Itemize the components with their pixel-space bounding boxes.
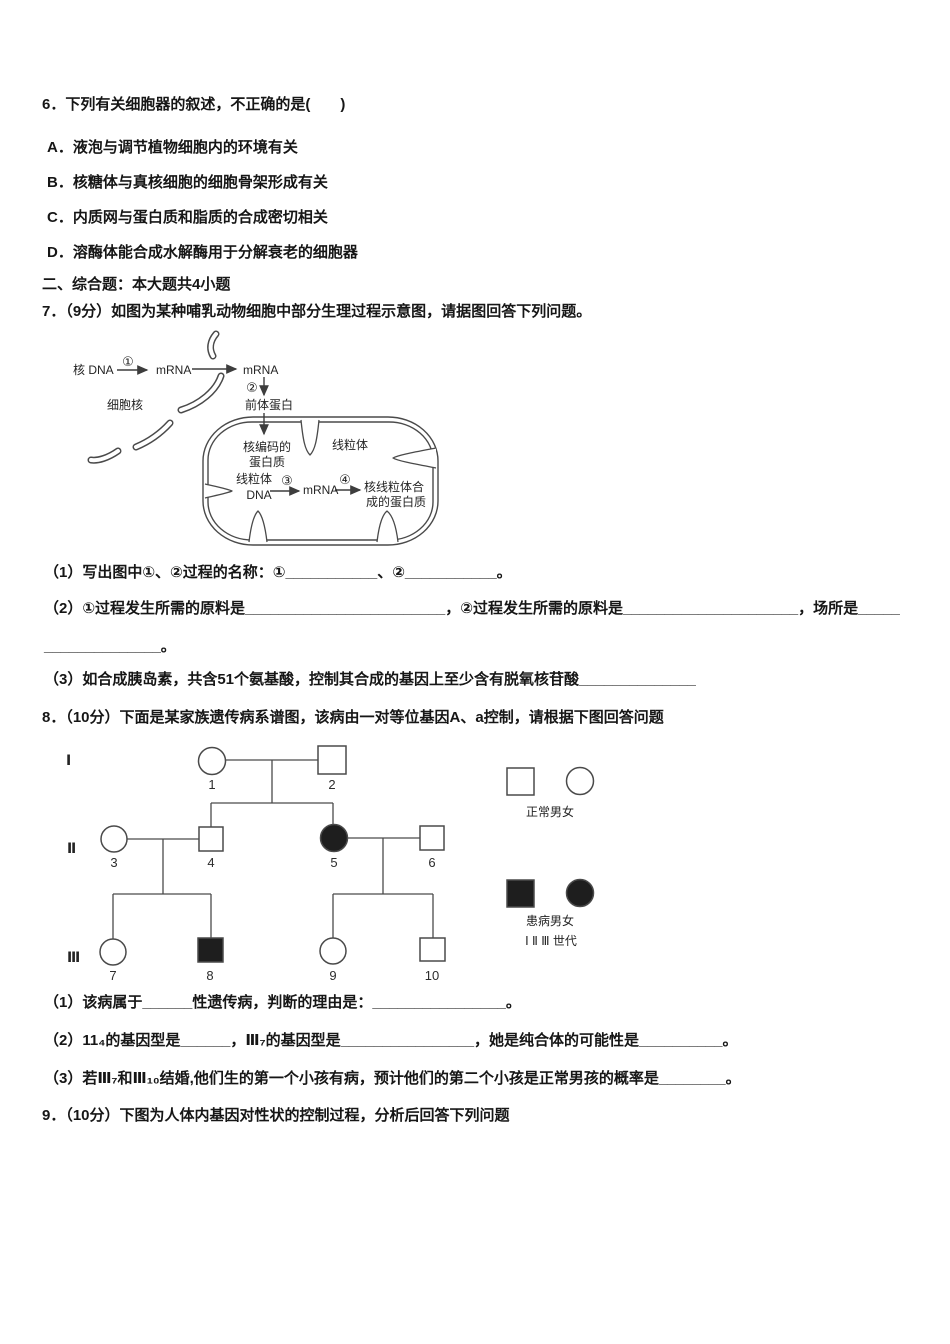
question-8-sub-3: （3）若Ⅲ₇和Ⅲ₁₀结婚,他们生的第一个小孩有病，预计他们的第二个小孩是正常男孩… bbox=[44, 1070, 741, 1087]
legend-normal-female-symbol bbox=[565, 766, 595, 796]
mitochondrion-membranes bbox=[202, 416, 439, 546]
label-precursor-protein: 前体蛋白 bbox=[245, 397, 293, 412]
pedigree-member-8-label: 8 bbox=[206, 968, 213, 983]
label-mrna-1: mRNA bbox=[156, 363, 191, 377]
label-mito-dna-line1: 线粒体 bbox=[236, 471, 272, 486]
generation-label-1: Ⅰ bbox=[66, 752, 71, 768]
pedigree-member-1-label: 1 bbox=[208, 777, 215, 792]
pedigree-member-4-label: 4 bbox=[207, 855, 214, 870]
question-7-stem: 7．（9分）如图为某种哺乳动物细胞中部分生理过程示意图，请据图回答下列问题。 bbox=[42, 303, 592, 320]
label-mito-protein-line1: 核线粒体合 bbox=[364, 479, 424, 494]
section-2-heading: 二、综合题：本大题共4小题 bbox=[42, 276, 231, 293]
generation-label-3: Ⅲ bbox=[67, 949, 80, 965]
label-mito-dna-line2: DNA bbox=[246, 488, 271, 502]
label-nuclear-dna: 核 DNA bbox=[73, 363, 114, 377]
pedigree-member-5-label: 5 bbox=[330, 855, 337, 870]
label-nucleus: 细胞核 bbox=[107, 398, 143, 412]
pedigree-member-2-symbol bbox=[317, 745, 347, 775]
pedigree-lines bbox=[112, 759, 434, 939]
question-9-stem: 9．（10分）下图为人体内基因对性状的控制过程，分析后回答下列问题 bbox=[42, 1107, 510, 1124]
legend-generations-label: Ⅰ Ⅱ Ⅲ 世代 bbox=[525, 934, 577, 948]
legend-affected-male-symbol bbox=[506, 879, 535, 908]
label-mrna-3: mRNA bbox=[303, 483, 338, 497]
pedigree-legend: 正常男女 患病男女 Ⅰ Ⅱ Ⅲ 世代 bbox=[506, 766, 595, 948]
step-2-circled-number: ② bbox=[246, 380, 258, 395]
pedigree-member-6-symbol bbox=[419, 825, 445, 851]
pedigree-member-4-symbol bbox=[198, 826, 224, 852]
pedigree-member-9-symbol bbox=[319, 937, 347, 965]
pedigree-member-10-label: 10 bbox=[425, 968, 439, 983]
pedigree-member-3-label: 3 bbox=[110, 855, 117, 870]
step-4-circled-number: ④ bbox=[339, 472, 351, 487]
pedigree-chart: Ⅰ Ⅱ Ⅲ 1 2 3 4 5 6 7 8 9 10 正常男女 患病男女 bbox=[66, 745, 595, 983]
step-1-circled-number: ① bbox=[122, 354, 134, 369]
question-6-option-c: C．内质网与蛋白质和脂质的合成密切相关 bbox=[47, 209, 328, 226]
question-6-stem: 6．下列有关细胞器的叙述，不正确的是( ) bbox=[42, 96, 346, 113]
question-7-sub-3: （3）如合成胰岛素，共含51个氨基酸，控制其合成的基因上至少含有脱氧核苷酸___… bbox=[44, 671, 696, 688]
pedigree-member-6-label: 6 bbox=[428, 855, 435, 870]
question-7-sub-2: （2）①过程发生所需的原料是________________________，②… bbox=[44, 600, 900, 617]
question-6-option-b: B．核糖体与真核细胞的细胞骨架形成有关 bbox=[47, 174, 328, 191]
pedigree-member-10-symbol bbox=[419, 937, 446, 962]
label-mitochondrion: 线粒体 bbox=[332, 437, 368, 452]
mitochondrion-cristae bbox=[204, 419, 437, 543]
pedigree-member-2-label: 2 bbox=[328, 777, 335, 792]
question-8-sub-1: （1）该病属于______性遗传病，判断的理由是：_______________… bbox=[44, 994, 521, 1011]
question-6-option-d: D．溶酶体能合成水解酶用于分解衰老的细胞器 bbox=[47, 244, 358, 261]
question-8-stem: 8．（10分）下面是某家族遗传病系谱图，该病由一对等位基因A、a控制，请根据下图… bbox=[42, 709, 664, 726]
pedigree-member-1-symbol bbox=[197, 746, 227, 776]
cell-process-diagram: 核 DNA ① mRNA mRNA ② 前体蛋白 细胞核 核编码的 蛋白质 线粒… bbox=[73, 330, 439, 546]
legend-affected-label: 患病男女 bbox=[526, 913, 574, 928]
pedigree-member-7-label: 7 bbox=[109, 968, 116, 983]
label-mito-protein-line2: 成的蛋白质 bbox=[366, 494, 426, 509]
label-nuclear-encoded-protein-line1: 核编码的 bbox=[243, 439, 291, 454]
question-8-sub-2: （2）11₄的基因型是______，Ⅲ₇的基因型是_______________… bbox=[44, 1032, 738, 1049]
legend-affected-female-symbol bbox=[565, 878, 595, 908]
label-mrna-2: mRNA bbox=[243, 363, 278, 377]
step-3-circled-number: ③ bbox=[281, 473, 293, 488]
pedigree-member-9-label: 9 bbox=[329, 968, 336, 983]
nuclear-envelope-fragments bbox=[87, 330, 225, 464]
legend-normal-male-symbol bbox=[506, 767, 535, 796]
pedigree-member-7-symbol bbox=[99, 938, 127, 966]
pedigree-member-3-symbol bbox=[100, 825, 128, 853]
legend-normal-label: 正常男女 bbox=[526, 804, 574, 819]
question-6-option-a: A．液泡与调节植物细胞内的环境有关 bbox=[47, 139, 298, 156]
generation-label-2: Ⅱ bbox=[67, 840, 76, 856]
pedigree-member-5-symbol bbox=[319, 823, 349, 853]
process-arrows bbox=[117, 364, 362, 496]
pedigree-member-8-symbol bbox=[197, 937, 224, 963]
question-7-sub-2-cont: ______________。 bbox=[44, 638, 176, 655]
question-7-sub-1: （1）写出图中①、②过程的名称：①___________、②__________… bbox=[44, 564, 512, 581]
label-nuclear-encoded-protein-line2: 蛋白质 bbox=[249, 454, 285, 469]
